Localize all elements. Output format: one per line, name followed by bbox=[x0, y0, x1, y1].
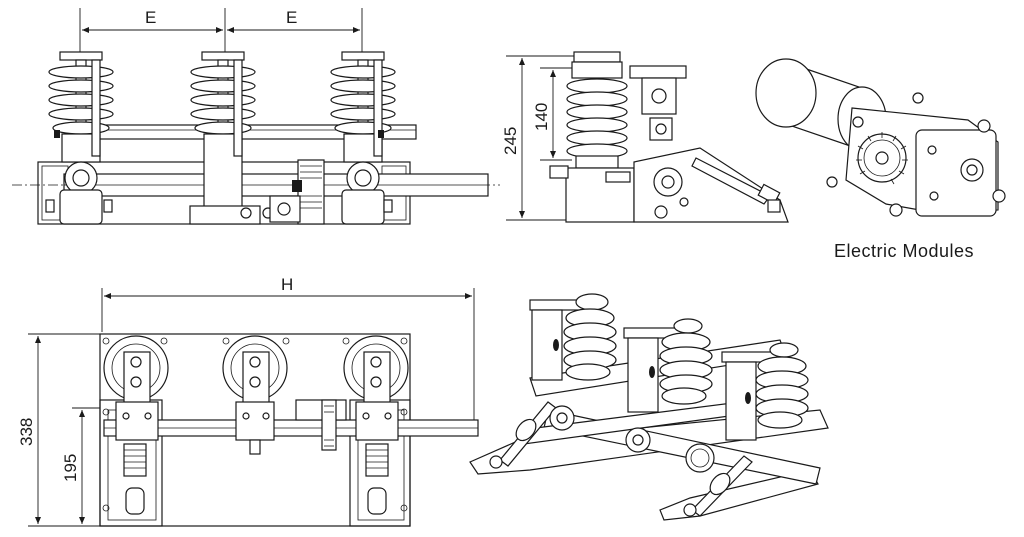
plan-insulator-plate-1 bbox=[103, 335, 169, 441]
front-insulator-1 bbox=[48, 51, 114, 225]
iso-insulator-2 bbox=[623, 318, 713, 413]
front-spacing-left-label: E bbox=[145, 8, 156, 27]
plan-insulator-plate-3 bbox=[343, 335, 409, 441]
iso-insulator-1 bbox=[529, 293, 617, 381]
side-insulator-height-label: 140 bbox=[532, 103, 551, 131]
electric-modules-caption: Electric Modules bbox=[834, 241, 975, 261]
plan-width-label: H bbox=[281, 275, 293, 294]
side-mounting-frame bbox=[549, 65, 789, 223]
plan-bolt-holes bbox=[102, 337, 408, 512]
plan-width-dimension: H bbox=[101, 275, 475, 420]
front-gear-assembly bbox=[269, 159, 325, 225]
plan-view: H 338 195 bbox=[17, 275, 479, 527]
side-insulator bbox=[566, 51, 628, 169]
plan-insulator-plate-2 bbox=[222, 335, 288, 455]
iso-gear bbox=[549, 405, 715, 473]
side-view: 245 140 bbox=[501, 51, 789, 223]
plan-springs bbox=[123, 443, 389, 515]
plan-partial-height-label: 195 bbox=[61, 454, 80, 482]
side-total-height-label: 245 bbox=[501, 127, 520, 155]
iso-insulator-3 bbox=[721, 342, 809, 441]
front-mounting-bolts bbox=[45, 130, 393, 213]
front-spacing-dimension: E E bbox=[79, 8, 363, 56]
plan-height-dimensions: 338 195 bbox=[17, 333, 100, 527]
front-insulator-3 bbox=[330, 51, 396, 225]
plan-total-height-label: 338 bbox=[17, 418, 36, 446]
front-view: E E bbox=[12, 8, 500, 225]
side-height-dimensions: 245 140 bbox=[501, 55, 580, 221]
front-insulator-2 bbox=[189, 51, 274, 225]
electric-module bbox=[755, 58, 1006, 217]
isometric-view bbox=[469, 293, 829, 521]
plan-gear-assembly bbox=[295, 399, 347, 451]
front-spacing-right-label: E bbox=[286, 8, 297, 27]
